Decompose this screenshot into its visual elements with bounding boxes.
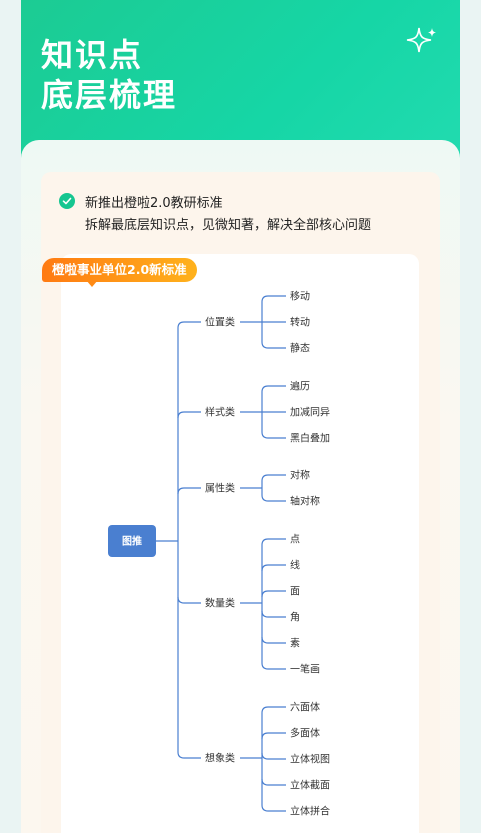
page-title-line2: 底层梳理 bbox=[41, 76, 178, 114]
mindmap-leaf-connector bbox=[261, 778, 286, 786]
mindmap-leaf-label: 加减同异 bbox=[290, 407, 330, 419]
mindmap-leaf-label: 一笔画 bbox=[290, 663, 320, 676]
mindmap-branch-connector bbox=[177, 487, 201, 495]
mindmap-leaf-label: 轴对称 bbox=[290, 495, 320, 508]
mindmap-leaf-connector bbox=[261, 610, 286, 618]
mindmap-branch-label: 数量类 bbox=[205, 597, 235, 610]
tag-tail bbox=[86, 280, 98, 287]
intro-line1: 新推出橙啦2.0教研标准 bbox=[85, 196, 223, 211]
standard-tag: 橙啦事业单位2.0新标准 bbox=[42, 258, 197, 282]
mindmap-leaf-connector bbox=[261, 662, 286, 670]
mindmap-branch-label: 想象类 bbox=[205, 752, 235, 765]
mindmap-leaf-connector bbox=[261, 494, 286, 502]
mindmap-leaf-label: 立体视图 bbox=[290, 753, 330, 766]
mindmap-branch-label: 属性类 bbox=[205, 482, 235, 495]
mindmap-leaf-label: 立体截面 bbox=[290, 779, 330, 792]
mindmap-leaf-label: 多面体 bbox=[290, 727, 320, 740]
mindmap-leaf-label: 静态 bbox=[290, 342, 310, 355]
mindmap-branch-connector bbox=[177, 411, 201, 419]
mindmap-branch-connector bbox=[177, 596, 201, 604]
mindmap-leaf-label: 立体拼合 bbox=[290, 805, 330, 818]
mindmap-leaf-label: 点 bbox=[290, 534, 300, 546]
mindmap-root-node bbox=[108, 525, 156, 557]
mindmap-leaf-label: 素 bbox=[290, 637, 300, 650]
intro-line2: 拆解最底层知识点，见微知著，解决全部核心问题 bbox=[85, 218, 372, 233]
page-title-line1: 知识点 bbox=[41, 36, 144, 74]
mindmap-leaf-label: 遍历 bbox=[290, 380, 310, 393]
mindmap-leaf-connector bbox=[261, 431, 286, 439]
content-panel: 新推出橙啦2.0教研标准 拆解最底层知识点，见微知著，解决全部核心问题 bbox=[21, 140, 460, 833]
mindmap-branch-connector bbox=[177, 321, 201, 329]
mindmap-branch-label: 位置类 bbox=[205, 316, 235, 329]
mindmap-leaf-connector bbox=[261, 590, 286, 598]
mindmap-leaf-label: 面 bbox=[290, 587, 300, 598]
mindmap-leaf-label: 移动 bbox=[290, 290, 310, 303]
mindmap-leaf-connector bbox=[261, 706, 286, 714]
mindmap-leaf-label: 转动 bbox=[290, 316, 310, 329]
mindmap-leaf-connector bbox=[261, 732, 286, 740]
sparkle-icon bbox=[406, 27, 436, 53]
mindmap-leaf-label: 六面体 bbox=[290, 702, 320, 714]
mindmap-leaf-label: 黑白叠加 bbox=[290, 432, 330, 445]
hero-background: 知识点 底层梳理 新推出橙啦2.0教研标准 拆解最底层知识点，见微知著，解决全部… bbox=[21, 0, 460, 833]
mindmap-leaf-label: 对称 bbox=[290, 469, 310, 482]
mindmap-leaf-label: 线 bbox=[290, 559, 300, 572]
mindmap-leaf-connector bbox=[261, 474, 286, 482]
mindmap-leaf-connector bbox=[261, 385, 286, 393]
mindmap-leaf-connector bbox=[261, 341, 286, 349]
check-icon bbox=[59, 193, 75, 209]
mindmap-leaf-label: 角 bbox=[290, 612, 300, 624]
intro-card: 新推出橙啦2.0教研标准 拆解最底层知识点，见微知著，解决全部核心问题 bbox=[41, 172, 440, 833]
mindmap-leaf-connector bbox=[261, 804, 286, 812]
mindmap-branch-label: 样式类 bbox=[205, 406, 235, 419]
mindmap-branch-connector bbox=[177, 751, 201, 759]
mindmap-leaf-connector bbox=[261, 538, 286, 546]
mindmap-leaf-connector bbox=[261, 636, 286, 644]
mindmap-root-label: 图推 bbox=[122, 535, 142, 548]
mindmap-leaf-connector bbox=[261, 752, 286, 760]
mindmap-leaf-connector bbox=[261, 564, 286, 572]
mindmap-leaf-connector bbox=[261, 295, 286, 303]
